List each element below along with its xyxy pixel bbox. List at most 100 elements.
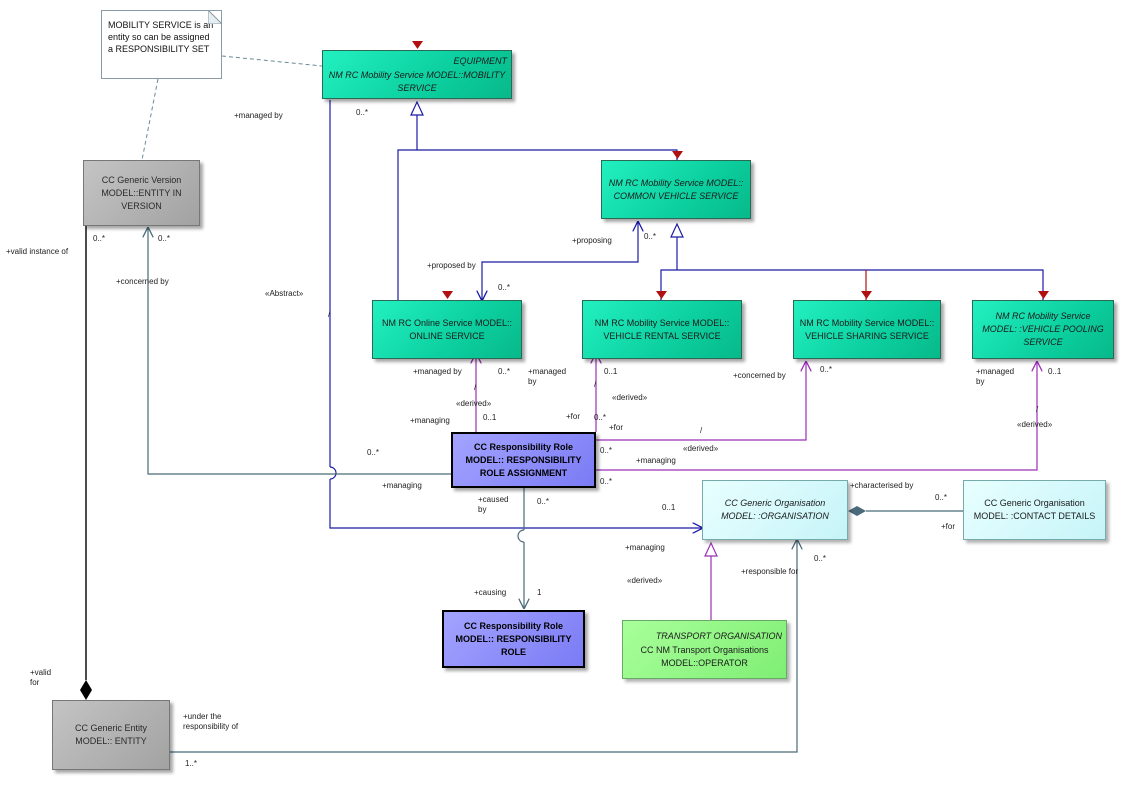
multiplicity-label: 0..* (594, 413, 607, 422)
multiplicity-label: 0..* (93, 234, 106, 243)
note-fold (208, 10, 222, 24)
class-name: CC Generic Organisation MODEL: :CONTACT … (973, 498, 1096, 521)
multiplicity-label: 0..* (600, 446, 613, 455)
class-name: CC Generic Version MODEL::ENTITY IN VERS… (101, 174, 182, 211)
multiplicity-label: 0..* (814, 554, 827, 563)
role-label: +concerned by (733, 371, 786, 380)
role-label: +valid for (30, 668, 52, 687)
role-label: +for (609, 423, 624, 432)
multiplicity-label: 0..* (367, 448, 380, 457)
note-text: MOBILITY SERVICE is an entity so can be … (108, 20, 214, 54)
class-organisation[interactable]: CC Generic Organisation MODEL: :ORGANISA… (702, 480, 848, 540)
class-mobility-service[interactable]: EQUIPMENT NM RC Mobility Service MODEL::… (322, 50, 512, 99)
multiplicity-label: 0..* (498, 283, 511, 292)
class-common-vehicle-service[interactable]: NM RC Mobility Service MODEL:: COMMON VE… (601, 160, 751, 219)
slash-label: / (1036, 405, 1039, 414)
marker-triangle (442, 291, 453, 299)
class-vehicle-sharing-service[interactable]: NM RC Mobility Service MODEL:: VEHICLE S… (793, 300, 941, 359)
marker-triangle (656, 291, 667, 299)
role-label: +for (566, 412, 581, 421)
multiplicity-label: 0..* (498, 367, 511, 376)
class-name: CC Responsibility Role MODEL:: RESPONSIB… (465, 441, 582, 478)
slash-label: / (700, 426, 703, 435)
marker-triangle (412, 41, 423, 49)
assoc-concerned-by (148, 228, 452, 475)
role-label: +managed by (528, 367, 567, 386)
role-label: +responsible for (741, 567, 799, 576)
multiplicity-label: 0..* (537, 497, 550, 506)
class-online-service[interactable]: NM RC Online Service MODEL:: ONLINE SERV… (372, 300, 522, 359)
role-label: +under the responsibility of (183, 712, 239, 731)
stereotype-label: «derived» (456, 399, 492, 408)
class-operator[interactable]: TRANSPORT ORGANISATION CC NM Transport O… (622, 620, 787, 679)
role-label: +caused by (478, 495, 509, 514)
role-label: +managing (410, 416, 450, 425)
role-label: +managing (636, 456, 676, 465)
generalisation-online-to-mobility (397, 115, 418, 300)
class-entity[interactable]: CC Generic Entity MODEL:: ENTITY (52, 700, 170, 770)
role-label: +proposing (572, 236, 612, 245)
class-vehicle-pooling-service[interactable]: NM RC Mobility Service MODEL: :VEHICLE P… (972, 300, 1114, 359)
marker-triangle (672, 151, 683, 159)
class-name: NM RC Mobility Service MODEL: :VEHICLE P… (982, 311, 1104, 347)
marker-triangle (861, 291, 872, 299)
class-name: CC Responsibility Role MODEL:: RESPONSIB… (455, 620, 572, 657)
derived-sharing (596, 362, 806, 441)
stereotype-label: «derived» (683, 444, 719, 453)
class-responsibility-role[interactable]: CC Responsibility Role MODEL:: RESPONSIB… (442, 610, 585, 668)
multiplicity-label: 1 (537, 588, 542, 597)
multiplicity-label: 0..* (820, 365, 833, 374)
class-name: NM RC Mobility Service MODEL::MOBILITY S… (328, 69, 506, 93)
multiplicity-label: 0..1 (662, 503, 676, 512)
stereotype-label: «Abstract» (265, 289, 304, 298)
slash-label: / (328, 310, 331, 319)
multiplicity-label: 0..* (644, 232, 657, 241)
derived-pooling (596, 362, 1037, 471)
note-anchor-line (141, 78, 159, 161)
assoc-responsible-for (170, 540, 797, 753)
comment-note: MOBILITY SERVICE is an entity so can be … (101, 10, 222, 79)
class-entity-in-version[interactable]: CC Generic Version MODEL::ENTITY IN VERS… (83, 160, 200, 226)
class-name: NM RC Mobility Service MODEL:: COMMON VE… (608, 177, 744, 201)
class-name: CC Generic Organisation MODEL: :ORGANISA… (721, 498, 829, 521)
class-name: NM RC Mobility Service MODEL:: VEHICLE S… (799, 317, 935, 341)
role-label: +concerned by (116, 277, 169, 286)
role-label: +managed by (976, 367, 1015, 386)
multiplicity-label: 0..* (158, 234, 171, 243)
marker-triangle (1038, 291, 1049, 299)
assoc-proposing (482, 222, 638, 300)
stereotype-label: TRANSPORT ORGANISATION (655, 630, 782, 641)
role-label: +managing (625, 543, 665, 552)
role-label: +managed by (234, 111, 283, 120)
class-name: CC Generic Entity MODEL:: ENTITY (74, 723, 148, 746)
slash-label: / (594, 380, 597, 389)
class-vehicle-rental-service[interactable]: NM RC Mobility Service MODEL:: VEHICLE R… (582, 300, 742, 359)
role-label: +causing (474, 588, 507, 597)
stereotype-label: «derived» (627, 576, 663, 585)
generalisation-common-to-mobility (417, 149, 678, 160)
class-responsibility-role-assignment[interactable]: CC Responsibility Role MODEL:: RESPONSIB… (451, 432, 596, 488)
note-anchor-line (221, 55, 323, 67)
multiplicity-label: 1..* (185, 759, 198, 768)
multiplicity-label: 0..1 (483, 413, 497, 422)
stereotype-label: «derived» (612, 393, 648, 402)
multiplicity-label: 0..1 (604, 367, 618, 376)
stereotype-label: «derived» (1017, 420, 1053, 429)
class-contact-details[interactable]: CC Generic Organisation MODEL: :CONTACT … (963, 480, 1106, 540)
role-label: +proposed by (427, 261, 476, 270)
multiplicity-label: 0..* (600, 477, 613, 486)
multiplicity-label: 0..* (356, 108, 369, 117)
role-label: +managing (382, 481, 422, 490)
role-label: +for (941, 522, 956, 531)
multiplicity-label: 0..1 (1048, 367, 1062, 376)
stereotype-label: EQUIPMENT (453, 55, 507, 66)
class-name: CC NM Transport Organisations MODEL::OPE… (640, 644, 769, 668)
role-label: +valid instance of (6, 247, 69, 256)
multiplicity-label: 0..* (935, 493, 948, 502)
role-label: +characterised by (850, 481, 914, 490)
role-label: +managed by (413, 367, 462, 376)
class-name: NM RC Mobility Service MODEL:: VEHICLE R… (594, 317, 730, 341)
class-name: NM RC Online Service MODEL:: ONLINE SERV… (381, 317, 513, 341)
slash-label: / (474, 383, 477, 392)
